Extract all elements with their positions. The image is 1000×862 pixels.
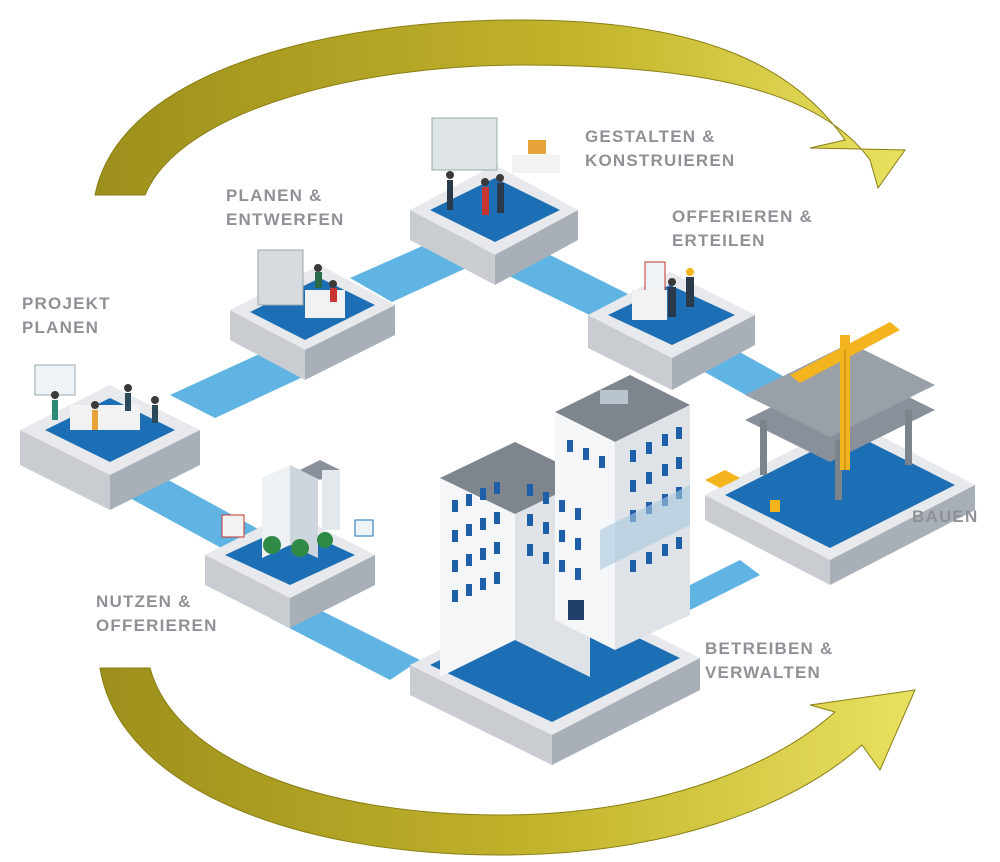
label-betreiben-verwalten: BETREIBEN & VERWALTEN <box>705 639 834 682</box>
label-planen-entwerfen: PLANEN & ENTWERFEN <box>226 186 345 229</box>
label-bauen: BAUEN <box>912 507 979 526</box>
cycle-arrow-bottom <box>99 667 916 856</box>
platform-gestalten-konstruieren <box>410 117 578 285</box>
label-projekt-planen: PROJEKT PLANEN <box>22 294 111 337</box>
label-gestalten-konstruieren: GESTALTEN & KONSTRUIEREN <box>585 127 736 170</box>
platform-bauen <box>705 322 975 585</box>
platform-projekt-planen <box>20 364 200 510</box>
platform-planen-entwerfen <box>230 249 395 380</box>
crane-icon <box>790 322 900 470</box>
label-nutzen-offerieren: NUTZEN & OFFERIEREN <box>96 592 218 635</box>
platform-nutzen-offerieren <box>205 460 375 628</box>
label-offerieren-erteilen: OFFERIEREN & ERTEILEN <box>672 207 813 250</box>
platform-betreiben-verwalten <box>410 375 700 765</box>
cycle-arrow-top <box>94 19 906 196</box>
office-building-icon <box>440 375 690 677</box>
platform-offerieren-erteilen <box>588 261 755 390</box>
